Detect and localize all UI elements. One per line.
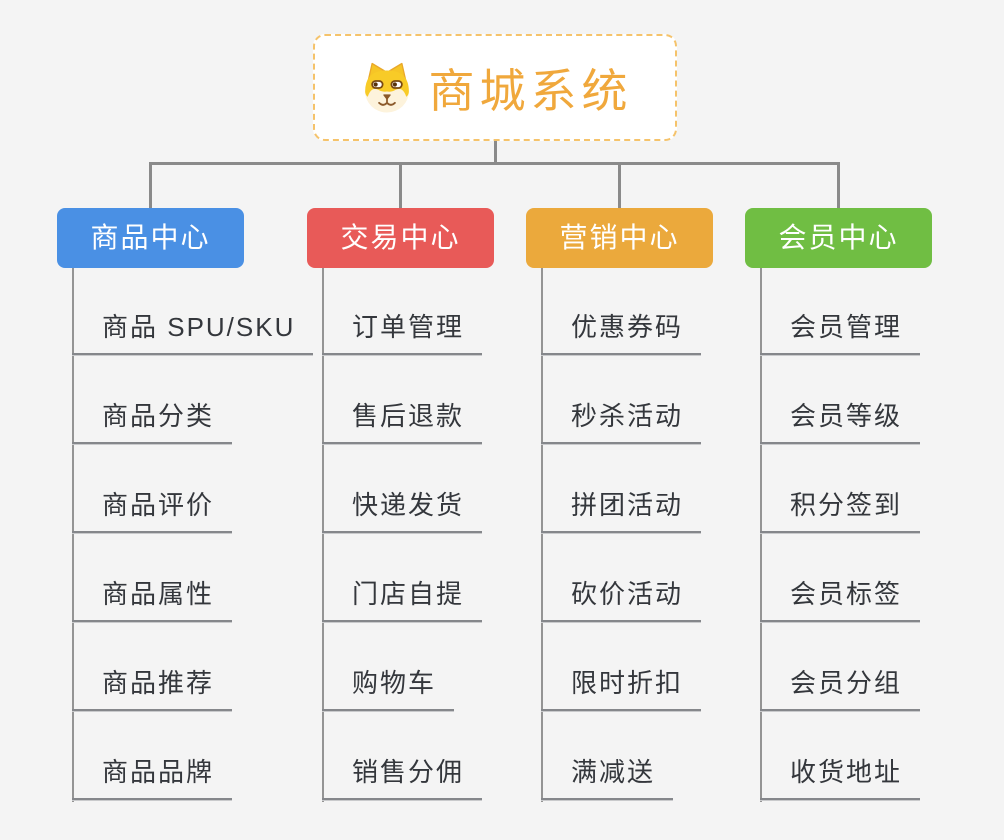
leaf-node[interactable]: 会员管理: [760, 310, 921, 355]
root-node[interactable]: 商城系统: [313, 34, 677, 141]
connector-bus: [149, 162, 839, 165]
leaf-node[interactable]: 购物车: [322, 666, 455, 711]
leaf-node[interactable]: 会员等级: [760, 399, 921, 444]
branch-header-trade-center[interactable]: 交易中心: [307, 208, 494, 268]
branch-spine-marketing: [541, 268, 543, 802]
dog-face-icon: [364, 62, 409, 112]
leaf-node[interactable]: 订单管理: [322, 310, 483, 355]
leaf-node[interactable]: 拼团活动: [541, 488, 702, 533]
leaf-node[interactable]: 满减送: [541, 755, 674, 800]
leaf-node[interactable]: 销售分佣: [322, 755, 483, 800]
leaf-node[interactable]: 商品 SPU/SKU: [72, 310, 314, 355]
connector-drop-member: [837, 162, 840, 208]
branch-header-product-center[interactable]: 商品中心: [57, 208, 244, 268]
branch-spine-trade: [322, 268, 324, 802]
leaf-node[interactable]: 砍价活动: [541, 577, 702, 622]
leaf-node[interactable]: 收货地址: [760, 755, 921, 800]
leaf-node[interactable]: 限时折扣: [541, 666, 702, 711]
leaf-node[interactable]: 商品品牌: [72, 755, 233, 800]
leaf-node[interactable]: 快递发货: [322, 488, 483, 533]
leaf-node[interactable]: 优惠券码: [541, 310, 702, 355]
connector-drop-product: [149, 162, 152, 208]
connector-root-stem: [494, 141, 497, 162]
leaf-node[interactable]: 售后退款: [322, 399, 483, 444]
leaf-node[interactable]: 秒杀活动: [541, 399, 702, 444]
leaf-node[interactable]: 会员标签: [760, 577, 921, 622]
branch-header-member-center[interactable]: 会员中心: [745, 208, 932, 268]
leaf-node[interactable]: 商品属性: [72, 577, 233, 622]
branch-spine-product: [72, 268, 74, 802]
leaf-node[interactable]: 商品评价: [72, 488, 233, 533]
leaf-node[interactable]: 商品分类: [72, 399, 233, 444]
connector-drop-trade: [399, 162, 402, 208]
branch-spine-member: [760, 268, 762, 802]
leaf-node[interactable]: 门店自提: [322, 577, 483, 622]
branch-header-marketing-center[interactable]: 营销中心: [526, 208, 713, 268]
leaf-node[interactable]: 会员分组: [760, 666, 921, 711]
leaf-node[interactable]: 积分签到: [760, 488, 921, 533]
root-title: 商城系统: [428, 64, 633, 117]
leaf-node[interactable]: 商品推荐: [72, 666, 233, 711]
connector-drop-marketing: [618, 162, 621, 208]
